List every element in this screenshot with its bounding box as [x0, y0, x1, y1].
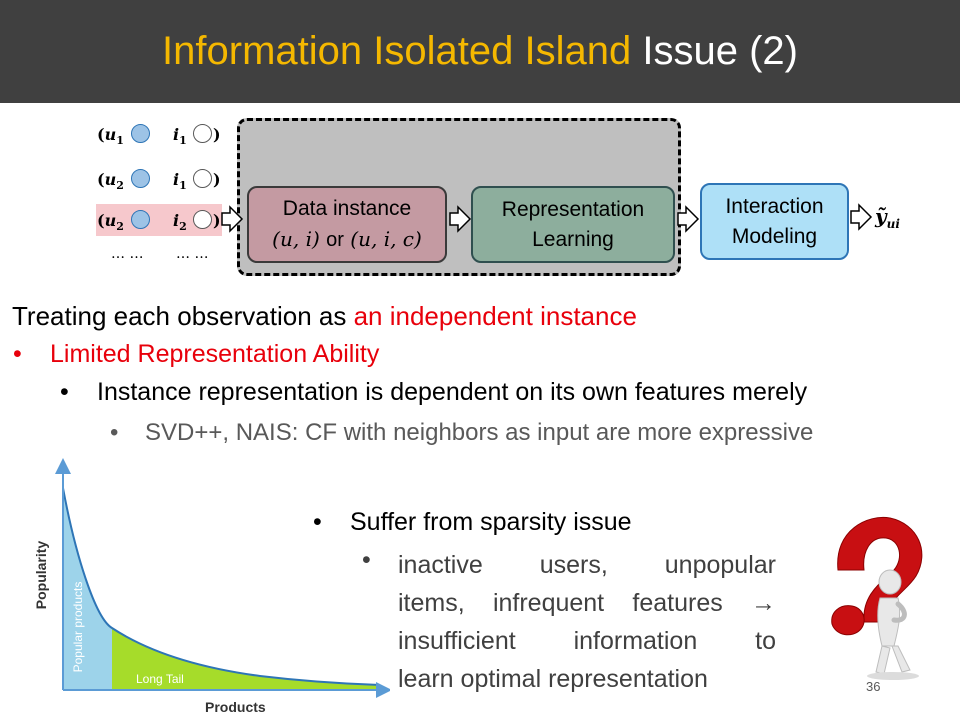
- pair-close-paren: ): [213, 211, 221, 230]
- item-node-icon: [193, 169, 212, 188]
- item-node-icon: [193, 210, 212, 229]
- title-rest: Issue (2): [642, 29, 798, 73]
- interaction-line1: Interaction: [725, 194, 824, 218]
- pair-close-paren: ): [213, 125, 221, 144]
- tail-label: Long Tail: [136, 672, 184, 686]
- limited-representation-bullet: Limited Representation Ability: [50, 340, 380, 368]
- sparsity-detail: inactive users, unpopular items, infrequ…: [398, 546, 776, 698]
- item-sub: 1: [179, 179, 187, 193]
- pair-row-1: (u1: [97, 125, 124, 148]
- pair-row-3-item: i2: [173, 211, 187, 233]
- slide-title: Information Isolated Island Issue (2): [162, 29, 798, 74]
- detail-line: items, infrequent features →: [398, 589, 776, 617]
- statement-highlight: an independent instance: [353, 301, 637, 331]
- y-axis-label: Popularity: [33, 540, 49, 610]
- item-node-icon: [193, 124, 212, 143]
- item-sub: 2: [179, 220, 187, 234]
- user-symbol: u: [104, 170, 117, 189]
- pair-close-paren: ): [213, 170, 221, 189]
- page-number: 36: [866, 679, 881, 694]
- interaction-modeling-box: Interaction Modeling: [700, 183, 849, 260]
- data-instance-math: (u, i) or (u, i, c): [249, 224, 445, 255]
- ellipsis-left: … …: [111, 246, 144, 262]
- observation-statement: Treating each observation as an independ…: [12, 301, 637, 332]
- instance-dependence-bullet: Instance representation is dependent on …: [97, 378, 808, 406]
- x-axis-label: Products: [205, 699, 266, 715]
- detail-line: inactive users, unpopular: [398, 551, 776, 579]
- item-sub: 1: [179, 134, 187, 148]
- arrow-icon: [677, 205, 700, 233]
- long-tail-chart: [55, 458, 390, 698]
- representation-learning-box: Representation Learning: [471, 186, 675, 263]
- detail-line: insufficient information to: [398, 627, 776, 655]
- output-symbol: ỹ: [875, 204, 887, 228]
- interaction-line2: Modeling: [731, 224, 818, 248]
- pair-row-2-item: i1: [173, 170, 187, 192]
- prediction-output: ỹui: [875, 204, 900, 231]
- diagram-arrows: [221, 203, 873, 233]
- user-node-icon: [131, 124, 150, 143]
- user-node-icon: [131, 210, 150, 229]
- item-symbol: i: [173, 170, 180, 189]
- arrow-icon: [449, 205, 472, 233]
- item-symbol: i: [173, 125, 180, 144]
- title-bar: Information Isolated Island Issue (2): [0, 0, 960, 103]
- data-instance-label: Data instance: [282, 197, 412, 220]
- sparsity-title: Suffer from sparsity issue: [350, 508, 632, 536]
- detail-line: learn optimal representation: [398, 665, 708, 693]
- math-triple: (u, i, c): [350, 227, 422, 251]
- arrow-icon: [850, 203, 873, 231]
- bullet-icon: •: [362, 546, 371, 574]
- pair-row-1-item: i1: [173, 125, 187, 147]
- math-pair: (u, i): [272, 227, 320, 251]
- representation-line1: Representation: [501, 197, 645, 221]
- representation-line2: Learning: [532, 227, 614, 251]
- popularity-curve: [62, 487, 381, 686]
- bullet-icon: •: [13, 340, 22, 368]
- question-figure-icon: [831, 516, 923, 680]
- statement-prefix: Treating each observation as: [12, 301, 354, 331]
- item-symbol: i: [173, 211, 180, 230]
- data-instance-box: Data instance (u, i) or (u, i, c): [247, 186, 447, 263]
- pair-row-2: (u2: [97, 170, 124, 193]
- user-sub: 1: [116, 134, 124, 148]
- or-label: or: [326, 229, 344, 251]
- bullet-icon: •: [313, 508, 322, 536]
- bullet-icon: •: [110, 419, 119, 446]
- head-area: [63, 488, 112, 690]
- title-accent: Information Isolated Island: [162, 29, 632, 73]
- pair-row-3: (u2: [97, 211, 124, 234]
- user-sub: 2: [116, 179, 124, 193]
- ellipsis-right: … …: [176, 246, 209, 262]
- bullet-icon: •: [60, 378, 69, 406]
- head-label: Popular products: [71, 581, 85, 673]
- user-sub: 2: [116, 220, 124, 234]
- user-symbol: u: [104, 211, 117, 230]
- svd-nais-bullet: SVD++, NAIS: CF with neighbors as input …: [145, 419, 814, 446]
- tail-area: [112, 628, 380, 690]
- user-node-icon: [131, 169, 150, 188]
- arrow-icon: [221, 205, 244, 233]
- output-sub: ui: [886, 217, 900, 231]
- user-symbol: u: [104, 125, 117, 144]
